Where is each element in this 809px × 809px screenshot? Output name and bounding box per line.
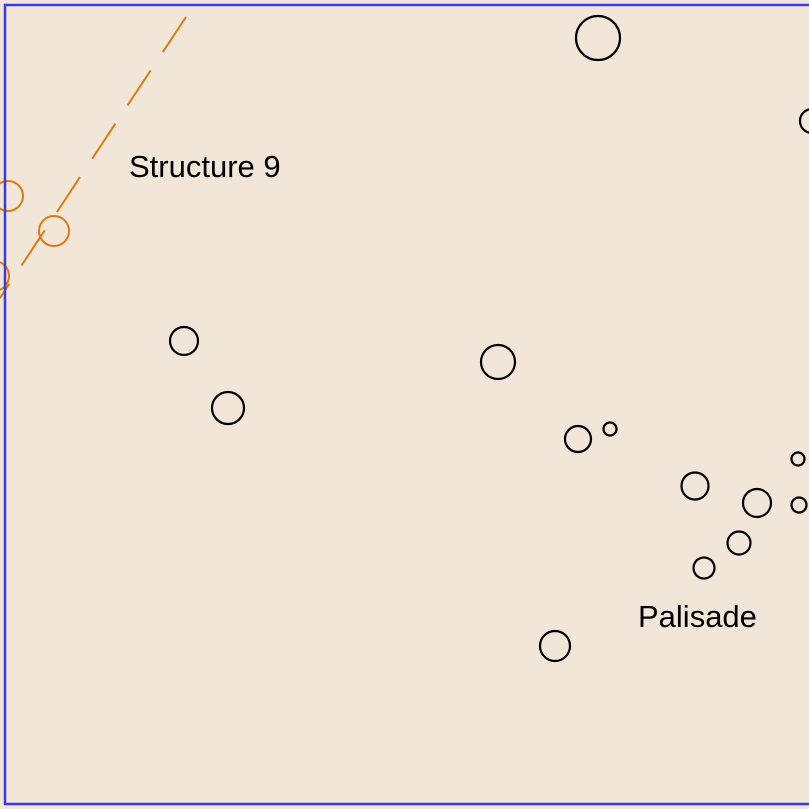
posthole (692, 556, 716, 580)
structure-9-label: Structure 9 (129, 149, 281, 184)
structure-wall-line (0, 16, 187, 299)
posthole (726, 530, 752, 556)
posthole (798, 108, 809, 134)
palisade-label: Palisade (638, 599, 757, 634)
posthole (563, 424, 593, 454)
posthole (602, 421, 618, 437)
posthole (574, 14, 622, 62)
posthole (538, 629, 572, 663)
posthole (168, 325, 200, 357)
posthole (210, 390, 246, 426)
posthole (790, 451, 806, 467)
posthole-features (168, 14, 809, 663)
structure-9-outline (0, 16, 187, 299)
posthole (680, 471, 710, 501)
structure-posthole (0, 180, 24, 212)
structure-posthole (0, 261, 10, 291)
posthole (790, 496, 808, 514)
structure-posthole (38, 215, 70, 247)
posthole (741, 487, 773, 519)
posthole (479, 343, 517, 381)
map-frame (3, 3, 809, 806)
